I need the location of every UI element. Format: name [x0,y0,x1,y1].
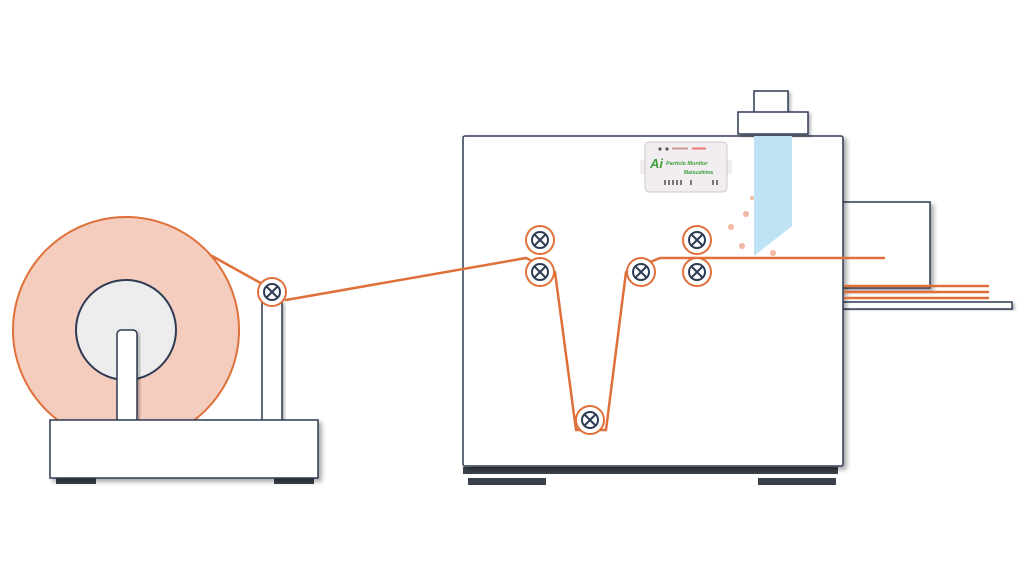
machine-foot-left [468,478,546,485]
machine-base-strip [463,467,838,474]
sensor-connector [664,180,718,185]
particle [728,224,734,230]
roller-entry-bottom [525,257,555,287]
sensor-connector-pin [712,180,714,185]
roller-exit-bottom [682,257,712,287]
sensor-connector-pin [672,180,674,185]
unwind-stand [12,216,319,484]
spray-nozzle [737,90,809,135]
sensor-connector-pin [690,180,692,185]
sensor-brand-mark: Ai [649,156,663,171]
roller-return [626,257,656,287]
particle [750,196,754,200]
sensor-top-leds [658,147,706,151]
unwind-shaft [116,329,138,423]
sensor-maker: Matsushima [684,170,713,176]
rollers [257,225,712,435]
exit-housing [841,201,931,289]
spray-cone [754,136,792,256]
particle [743,211,749,217]
roller-entry-top [525,225,555,255]
sensor-connector-pin [676,180,678,185]
sensor-tab-right [727,160,732,174]
process-machine [462,90,1013,485]
sensor-connector-pin [716,180,718,185]
sensor-product-name: Particle Monitor [666,161,708,167]
particle [770,250,776,256]
sensor-connector-pin [668,180,670,185]
sensor-indicator-bar [692,147,706,150]
unwind-base [49,419,319,479]
unwind-stand-foot-left [56,476,96,484]
exit-conveyor [841,301,1013,310]
unwind-stand-foot-right [274,476,314,484]
sensor-body [644,141,728,193]
particles [728,196,776,256]
sensor-tab-left [640,160,645,174]
sensor-led [658,147,662,151]
guide-post [261,299,283,423]
roller-guide [257,277,287,307]
roller-exit-top [682,225,712,255]
sensor-connector-pin [664,180,666,185]
machine-foot-right [758,478,836,485]
particle [739,243,745,249]
nozzle-body [737,111,809,135]
sensor-connector-pin [680,180,682,185]
roller-dip [575,405,605,435]
sensor-indicator-bar [672,147,688,150]
web-tangent-top [210,254,268,288]
particle-monitor: Ai Particle Monitor Matsushima [640,141,732,193]
machine-cabinet [462,135,844,467]
sensor-led [665,147,669,151]
